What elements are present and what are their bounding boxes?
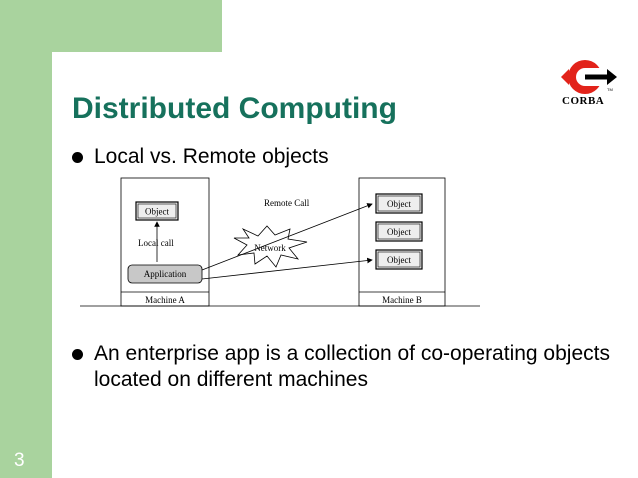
network-cloud-icon [233,225,308,268]
remote-object-box [375,193,423,214]
remote-call-label: Remote Call [264,198,310,208]
remote-object-inner [377,223,421,240]
local-object-box [135,201,179,221]
slide-title: Distributed Computing [72,92,397,125]
local-call-label: Local call [138,238,174,248]
logo-left-arrow [561,69,569,85]
bullet-text: Local vs. Remote objects [94,145,329,168]
remote-call-arrow-bottom [201,257,373,280]
remote-object-inner [377,195,421,212]
logo-text: CORBA [562,95,605,107]
bullet-text: An enterprise app is a collection of co-… [94,342,610,391]
logo-bar [585,74,609,80]
bullet-item: Local vs. Remote objects [72,144,612,170]
machine-a-label: Machine A [145,295,185,305]
bullet-dot-icon [72,152,83,163]
local-object-inner [137,203,177,219]
logo-right-arrow [607,69,617,85]
application-label: Application [144,269,187,279]
slide-number: 3 [14,450,25,471]
remote-object-label: Object [387,199,411,209]
remote-object-box [375,249,423,270]
top-green-tab [52,0,222,52]
left-green-band [0,0,52,478]
remote-object-inner [377,251,421,268]
bullet-dot-icon [72,349,83,360]
network-label: Network [254,243,286,253]
bullet-item: An enterprise app is a collection of co-… [72,341,612,393]
local-remote-diagram: Machine A Object Local call Application … [80,177,480,307]
logo-tm: TM [607,87,613,92]
remote-object-label: Object [387,227,411,237]
corba-logo: TM [561,60,617,94]
local-object-label: Object [145,207,169,217]
machine-b-label: Machine B [382,295,422,305]
application-box [127,264,203,284]
remote-object-box [375,221,423,242]
remote-object-label: Object [387,255,411,265]
remote-call-arrow-top [201,203,373,271]
